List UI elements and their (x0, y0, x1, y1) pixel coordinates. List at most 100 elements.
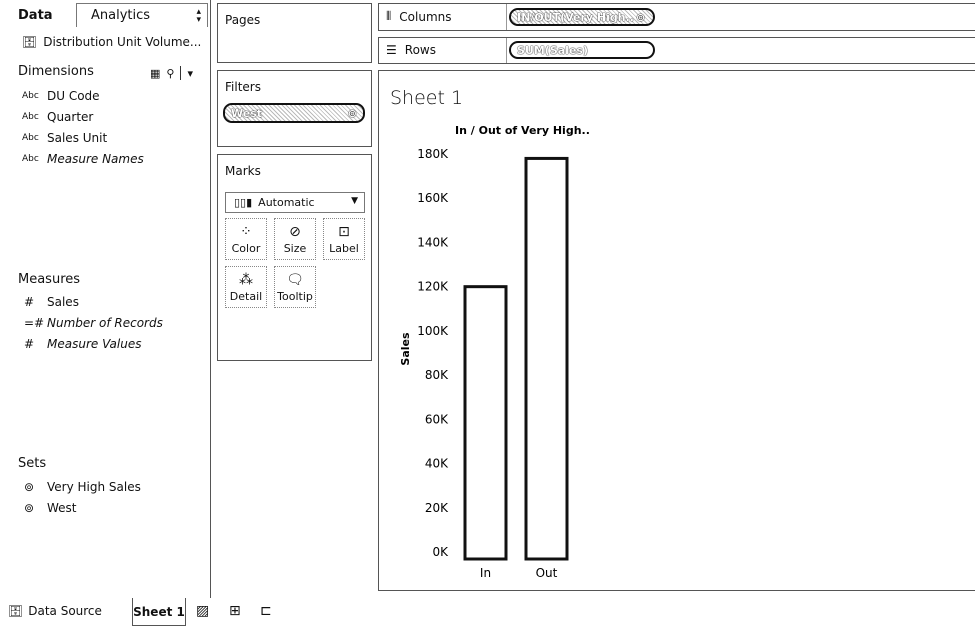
y-tick-label: 180K (417, 147, 449, 161)
columns-label: ⦀ Columns (386, 9, 452, 24)
sheet-tabs-bar: 🗄 Data Source Sheet 1 ▨ ⊞ ⊏ (0, 598, 975, 631)
field-label: Sales Unit (47, 131, 108, 145)
field-label: West (47, 501, 77, 515)
set-field[interactable]: ⊚ Very High Sales (22, 480, 141, 494)
size-icon: ⊘ (289, 223, 301, 240)
sheet-tab-label: Sheet 1 (133, 604, 185, 619)
chevron-down-icon: ▼ (351, 196, 358, 206)
bar-chart-icon: ▯▯▮ (234, 196, 253, 209)
number-type-icon: # (24, 337, 35, 351)
dimension-field[interactable]: Abc DU Code (22, 89, 100, 103)
shelf-divider (506, 4, 507, 30)
shelf-divider (506, 38, 507, 63)
filters-shelf[interactable]: Filters West ⊚ (217, 70, 372, 147)
columns-icon: ⦀ (386, 9, 392, 23)
calculated-number-icon: =# (24, 316, 45, 330)
filter-pill-label: West (231, 106, 263, 120)
bar (463, 285, 508, 561)
mark-button-label: Label (329, 241, 359, 255)
up-down-arrows-icon: ▴▾ (196, 7, 201, 25)
database-icon: 🗄 (22, 35, 38, 49)
mark-type-label: Automatic (258, 196, 315, 209)
data-source-label: Data Source (28, 604, 102, 618)
string-type-icon: Abc (22, 133, 39, 143)
y-tick-label: 100K (417, 324, 449, 338)
string-type-icon: Abc (22, 91, 39, 101)
number-type-icon: # (24, 295, 35, 309)
columns-label-text: Columns (399, 9, 452, 24)
string-type-icon: Abc (22, 154, 39, 164)
grid-view-icon[interactable]: ▦ (150, 66, 161, 80)
tooltip-button[interactable]: 🗨Tooltip (274, 266, 316, 308)
size-button[interactable]: ⊘Size (274, 218, 316, 260)
new-dashboard-icon[interactable]: ⊞ (229, 603, 241, 619)
divider (180, 66, 182, 80)
bar (524, 156, 569, 561)
new-story-icon[interactable]: ⊏ (260, 603, 272, 619)
data-tab[interactable]: Data (18, 8, 53, 23)
field-label: Number of Records (47, 316, 163, 330)
chevron-down-icon[interactable]: ▾ (187, 66, 193, 80)
analytics-tab[interactable]: Analytics ▴▾ (76, 3, 208, 27)
y-tick-label: 60K (425, 412, 449, 426)
marks-title: Marks (225, 164, 261, 178)
field-label: Very High Sales (47, 480, 141, 494)
dimension-field[interactable]: Abc Sales Unit (22, 131, 107, 145)
y-axis-label: Sales (399, 332, 412, 366)
columns-pill[interactable]: IN/OUT(Very High.. ⊚ (509, 8, 655, 26)
field-label: Measure Values (47, 337, 142, 351)
string-type-icon: Abc (22, 112, 39, 122)
dimension-tools: ▦ ⚲ ▾ (150, 66, 193, 80)
dimension-field[interactable]: Abc Quarter (22, 110, 93, 124)
chart-title: In / Out of Very High.. (455, 124, 590, 137)
label-button[interactable]: ⊡Label (323, 218, 365, 260)
datasource-item[interactable]: 🗄 Distribution Unit Volume... (22, 35, 201, 49)
x-tick-label: In (480, 566, 491, 580)
columns-shelf[interactable]: ⦀ Columns IN/OUT(Very High.. ⊚ (378, 3, 975, 31)
filter-pill[interactable]: West ⊚ (223, 103, 365, 123)
x-tick-label: Out (536, 566, 558, 580)
rows-shelf[interactable]: ☰ Rows SUM(Sales) (378, 37, 975, 64)
mark-type-dropdown[interactable]: ▯▯▮ Automatic ▼ (225, 192, 365, 213)
mark-button-label: Detail (229, 289, 263, 303)
rows-label: ☰ Rows (386, 43, 436, 57)
rows-label-text: Rows (404, 43, 436, 57)
detail-button[interactable]: ⁂Detail (225, 266, 267, 308)
dimensions-title: Dimensions (18, 64, 94, 79)
filters-title: Filters (225, 80, 261, 94)
y-tick-label: 120K (417, 280, 449, 294)
search-icon[interactable]: ⚲ (166, 66, 175, 80)
set-field[interactable]: ⊚West (22, 501, 77, 515)
y-tick-label: 20K (425, 501, 449, 515)
database-icon: 🗄 (8, 604, 24, 618)
columns-pill-label: IN/OUT(Very High.. (517, 10, 634, 24)
pages-shelf[interactable]: Pages (217, 3, 372, 63)
measures-title: Measures (18, 272, 81, 287)
new-worksheet-icon[interactable]: ▨ (196, 603, 210, 619)
sets-title: Sets (18, 456, 47, 471)
set-icon: ⊚ (347, 106, 357, 120)
field-label: Sales (47, 295, 79, 309)
measure-field[interactable]: # Measure Values (22, 337, 141, 351)
detail-icon: ⁂ (239, 271, 253, 288)
sheet-title: Sheet 1 (390, 87, 464, 109)
field-label: DU Code (47, 89, 100, 103)
y-tick-label: 140K (417, 235, 449, 249)
rows-pill[interactable]: SUM(Sales) (509, 41, 655, 59)
y-tick-label: 0K (432, 545, 449, 559)
field-label: Quarter (47, 110, 94, 124)
rows-icon: ☰ (386, 43, 397, 57)
dimension-field[interactable]: Abc Measure Names (22, 152, 144, 166)
rows-pill-label: SUM(Sales) (517, 43, 588, 57)
color-icon: ⁘ (240, 223, 252, 240)
sheet-tab[interactable]: Sheet 1 (132, 598, 186, 626)
field-label: Measure Names (47, 152, 144, 166)
set-icon: ⊚ (24, 480, 35, 494)
color-button[interactable]: ⁘Color (225, 218, 267, 260)
pane-tabs: Data Analytics ▴▾ (0, 0, 211, 30)
set-icon: ⊚ (635, 10, 646, 24)
measure-field[interactable]: =#Number of Records (22, 316, 163, 330)
measure-field[interactable]: # Sales (22, 295, 79, 309)
bar-chart: In / Out of Very High..0K20K40K60K80K100… (399, 124, 590, 580)
data-source-tab[interactable]: 🗄 Data Source (8, 604, 102, 618)
